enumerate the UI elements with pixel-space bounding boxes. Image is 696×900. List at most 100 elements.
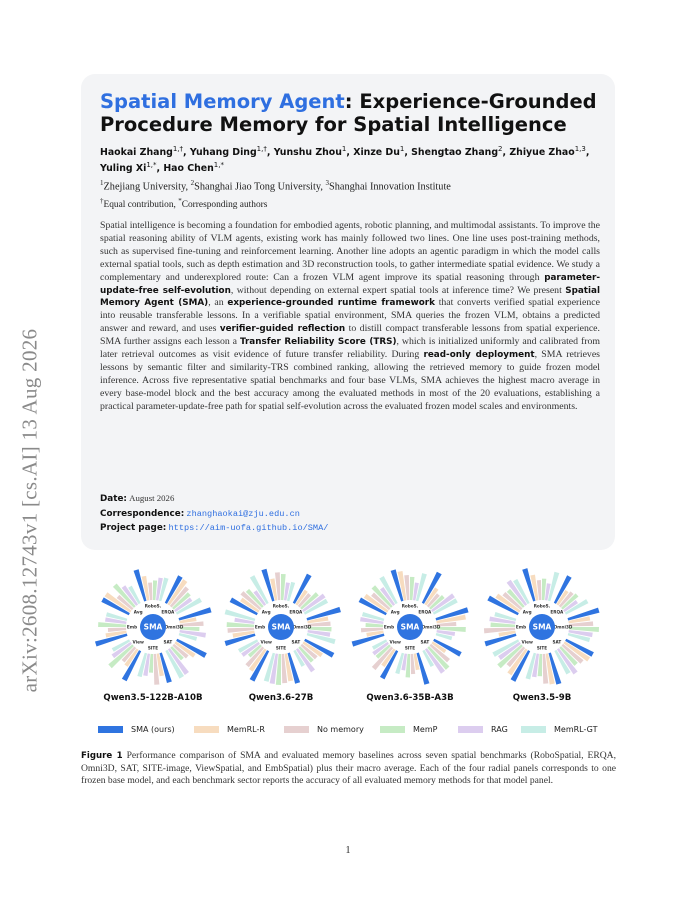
radial-bar [371, 639, 388, 650]
author: Zhiyue Zhao1,3, [509, 145, 590, 159]
radial-bar [483, 627, 516, 634]
radial-bar [498, 630, 516, 637]
radial-bar [248, 648, 267, 672]
radial-bar [435, 632, 453, 641]
panel-label: Qwen3.6-27B [248, 693, 314, 703]
radial-bar [297, 593, 312, 608]
project-page-link[interactable]: https://aim-uofa.github.io/SMA/ [168, 523, 329, 534]
radial-bar [253, 590, 267, 606]
radial-bar [167, 648, 189, 675]
radial-bar [361, 611, 385, 622]
figure-legend: SMA (ours) MemRL-R No memory MemP RAG Me… [98, 725, 618, 737]
sector-label: Emb [384, 625, 394, 630]
radial-bar [307, 627, 332, 632]
legend-swatch [521, 726, 546, 733]
radial-bar [372, 641, 389, 656]
title-rest: : Experience-Grounded Procedure Memory f… [100, 90, 597, 136]
radial-bar [300, 592, 319, 610]
sector-label: Emb [516, 625, 526, 630]
radial-bar [545, 653, 555, 685]
page-number: 1 [345, 845, 351, 856]
radial-bar [568, 616, 591, 624]
radial-bar [245, 646, 265, 668]
radial-bar [375, 644, 391, 659]
radial-bar [429, 595, 445, 610]
radial-bar [302, 641, 323, 658]
figure-caption: Figure 1 Performance comparison of SMA a… [81, 750, 616, 788]
radial-bar [298, 646, 314, 663]
panel-label: Qwen3.5-122B-A10B [103, 693, 203, 703]
legend-swatch [194, 726, 219, 733]
sector-label: Omni3D [165, 625, 184, 630]
radial-bar [178, 632, 198, 641]
author: Haokai Zhang1,†, [100, 145, 187, 159]
radial-bar [164, 575, 183, 604]
radial-bar [424, 648, 445, 674]
radial-bar [281, 653, 288, 684]
radial-bar [415, 573, 427, 602]
radial-bar [567, 632, 591, 643]
radial-bar [148, 582, 153, 601]
radial-bar [295, 648, 316, 673]
radial-bar [306, 632, 336, 645]
radial-bar [287, 652, 301, 684]
radial-bar [249, 650, 270, 682]
radial-bar [410, 576, 415, 601]
radial-bar [484, 633, 517, 647]
radial-bar [556, 589, 569, 606]
radial-bar [156, 653, 164, 677]
radial-bar [226, 622, 255, 627]
radial-bar [101, 597, 130, 616]
sector-label: SITE [148, 646, 158, 651]
correspondence-email-link[interactable]: zhanghaokai@zju.edu.cn [186, 508, 300, 519]
author: Hao Chen1,* [163, 161, 224, 175]
radial-bar [306, 606, 341, 621]
radial-bar [176, 638, 207, 658]
author-list: Haokai Zhang1,†, Yuhang Ding1,†, Yunshu … [100, 143, 600, 175]
radial-bar [169, 586, 189, 608]
radial-bar [286, 581, 296, 602]
radial-bar [247, 644, 262, 658]
author: Yunshu Zhou1, [273, 145, 350, 159]
radial-bar [237, 639, 259, 653]
radial-bar [502, 591, 523, 611]
radial-bar [568, 627, 600, 633]
radial-bar [424, 587, 439, 606]
radial-bar [525, 652, 537, 680]
radial-bar [155, 577, 163, 601]
radial-bar [371, 646, 394, 671]
radial-bar [568, 629, 593, 638]
radial-bar [295, 589, 308, 606]
radial-bar [241, 641, 260, 657]
radial-bar [371, 585, 393, 608]
radial-bar [397, 571, 407, 601]
radial-bar [107, 627, 127, 632]
radial-bar [431, 641, 447, 654]
radial-bar [240, 591, 262, 611]
date-line: Date: August 2026 [100, 493, 175, 504]
radial-bar [167, 579, 188, 606]
legend-item: MemRL-R [194, 725, 265, 734]
radial-bar [395, 652, 405, 675]
radial-bar [284, 653, 294, 682]
radial-bar [281, 573, 286, 601]
radial-bar [489, 616, 516, 625]
radial-bar [422, 649, 435, 668]
radial-bar [507, 648, 528, 676]
radial-bar [148, 653, 153, 673]
radial-bar [401, 653, 408, 671]
center-label: SMA [533, 623, 552, 632]
radial-bar [366, 630, 384, 637]
author: Yuhang Ding1,†, [189, 145, 271, 159]
sector-label: View [260, 639, 271, 644]
arxiv-stamp-text: arXiv:2608.12743v1 [cs.AI] 13 Aug 2026 [17, 328, 42, 692]
radial-bar [270, 578, 278, 601]
affiliation-line: 1Zhejiang University, 2Shanghai Jiao Ton… [100, 179, 451, 193]
radial-bar [141, 575, 150, 601]
radial-bar [513, 578, 530, 605]
radial-bar [510, 650, 531, 682]
affiliations: 1Zhejiang University, 2Shanghai Jiao Ton… [100, 176, 600, 213]
radial-bar [224, 633, 256, 646]
radial-bar [307, 629, 331, 637]
